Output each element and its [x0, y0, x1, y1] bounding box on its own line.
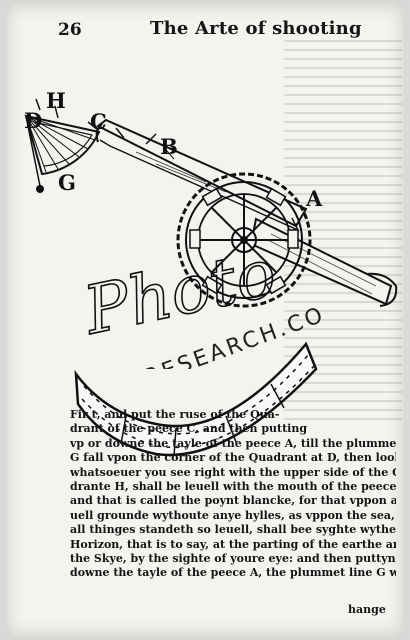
cannon-wheel [176, 172, 312, 308]
cannon-quadrant-woodcut: D H C B A G [24, 88, 398, 308]
body-text: Fir t, and put the ruse of the Qua- dran… [70, 408, 396, 581]
quadrant-instrument [24, 98, 101, 193]
label-c: C [90, 109, 107, 134]
text-line: vp or downe the tayle of the peece A, ti… [70, 436, 396, 450]
label-a: A [305, 186, 323, 211]
label-g: G [58, 170, 76, 195]
text-line: all thinges standeth so leuell, shall be… [70, 523, 396, 537]
text-line: drante H, shall be leuell with the mouth… [70, 479, 396, 493]
text-line: downe the tayle of the peece A, the plum… [70, 566, 396, 580]
text-line: G fall vpon the corner of the Quadrant a… [70, 451, 396, 465]
label-d: D [24, 108, 42, 133]
film-strip-watermark [74, 341, 318, 457]
catchword: hange [348, 603, 386, 616]
cannon-barrel [95, 118, 308, 232]
text-line: the Skye, by the sighte of youre eye: an… [70, 551, 396, 565]
book-page: 26 The Arte of shooting [6, 4, 404, 636]
text-line: drant of the peece C, and then putting [70, 422, 308, 436]
page-number: 26 [58, 20, 82, 40]
page-header: 26 The Arte of shooting [6, 14, 404, 40]
text-line: Fir t, and put the ruse of the Qua- [70, 408, 280, 421]
label-b: B [160, 134, 178, 159]
running-title: The Arte of shooting [150, 18, 362, 39]
text-line: and that is called the poynt blancke, fo… [70, 494, 396, 508]
text-line: Horizon, that is to say, at the parting … [70, 537, 396, 551]
text-line: whatsoeuer you see right with the upper … [70, 465, 396, 479]
text-line: uell grounde wythoute anye hylles, as vp… [70, 508, 396, 522]
label-h: H [46, 88, 66, 113]
photo-research-watermark: Photo RESEARCH.CO [76, 233, 329, 369]
